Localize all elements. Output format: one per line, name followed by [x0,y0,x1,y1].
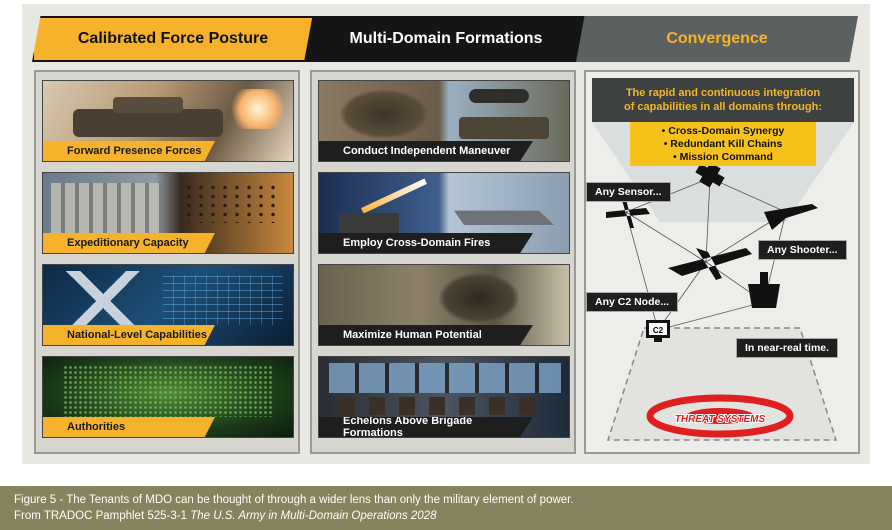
satellite-image [63,271,143,331]
threat-systems-label: THREAT SYSTEMS [675,414,766,425]
caption-source: From TRADOC Pamphlet 525-3-1 [14,510,191,522]
c2-node-icon: C2 [646,320,670,342]
header-convergence: Convergence [576,16,858,62]
convergence-bullets: • Cross-Domain Synergy • Redundant Kill … [630,122,816,166]
platform-icons [606,162,818,308]
command-center-screens-image [329,363,561,393]
ship-deck-image [51,183,161,237]
fighter-jet-icon [764,204,818,230]
column-convergence: C2 THREAT SYSTEMS The rapid and continuo… [584,70,860,454]
aircraft-image [469,89,529,103]
convergence-intro: The rapid and continuous integration of … [592,78,854,122]
label-forward-presence-forces: Forward Presence Forces [43,141,215,161]
caption-line-1: Figure 5 - The Tenants of MDO can be tho… [14,494,574,506]
drone-icon [606,200,650,228]
tile-expeditionary-capacity: Expeditionary Capacity [42,172,294,254]
soldier-with-goggles-image [439,273,519,323]
tank-turret-image [113,97,183,113]
satellite-panel-icon [699,162,721,188]
tile-echelons-above-brigade: Echelons Above Brigade Formations [318,356,570,438]
bullet-cross-domain-synergy: • Cross-Domain Synergy [661,124,785,137]
figure-caption: Figure 5 - The Tenants of MDO can be tho… [0,486,892,530]
paratroopers-image [183,183,283,223]
armored-vehicle-image [459,117,549,139]
label-authorities: Authorities [43,417,215,437]
operators-image [339,397,549,415]
label-employ-cross-domain-fires: Employ Cross-Domain Fires [319,233,533,253]
column-calibrated-force-posture: Forward Presence Forces Expeditionary Ca… [34,70,300,454]
tile-cross-domain-fires: Employ Cross-Domain Fires [318,172,570,254]
tank-image [73,109,223,137]
ship-icon [748,272,780,308]
world-map-image [63,365,273,417]
label-maximize-human-potential: Maximize Human Potential [319,325,533,345]
label-expeditionary-capacity: Expeditionary Capacity [43,233,215,253]
figure-frame: Calibrated Force Posture Multi-Domain Fo… [22,4,870,464]
bullet-mission-command: • Mission Command [673,150,773,163]
header-calibrated-force-posture: Calibrated Force Posture [32,16,314,62]
label-national-level-capabilities: National-Level Capabilities [43,325,215,345]
bullet-redundant-kill-chains: • Redundant Kill Chains [663,137,783,150]
column-multi-domain-formations: Conduct Independent Maneuver Employ Cros… [310,70,576,454]
missile-launch-image [361,178,427,214]
tag-near-real-time: In near-real time. [736,338,839,358]
tag-any-sensor: Any Sensor... [586,182,671,202]
intro-line-2: of capabilities in all domains through: [623,101,823,113]
intro-line-1: The rapid and continuous integration [625,87,821,99]
threat-target-icon [646,394,794,438]
caption-source-title: The U.S. Army in Multi-Domain Operations… [190,510,437,522]
tile-forward-presence: Forward Presence Forces [42,80,294,162]
label-conduct-independent-maneuver: Conduct Independent Maneuver [319,141,533,161]
tile-independent-maneuver: Conduct Independent Maneuver [318,80,570,162]
launcher-image [339,213,399,233]
label-echelons-above-brigade: Echelons Above Brigade Formations [319,417,533,437]
header-multi-domain-formations: Multi-Domain Formations [304,16,588,62]
airliner-icon [668,248,752,280]
warship-image [454,210,554,225]
circuit-pattern-image [163,275,283,325]
tile-authorities: Authorities [42,356,294,438]
c2-icon-label: C2 [653,326,664,335]
tile-human-potential: Maximize Human Potential [318,264,570,346]
caption-line-2: From TRADOC Pamphlet 525-3-1 The U.S. Ar… [14,508,878,524]
tag-any-shooter: Any Shooter... [758,240,847,260]
muzzle-flash-image [228,89,288,129]
soldiers-image [339,89,429,139]
tag-any-c2-node: Any C2 Node... [586,292,679,312]
tile-national-level-capabilities: National-Level Capabilities [42,264,294,346]
